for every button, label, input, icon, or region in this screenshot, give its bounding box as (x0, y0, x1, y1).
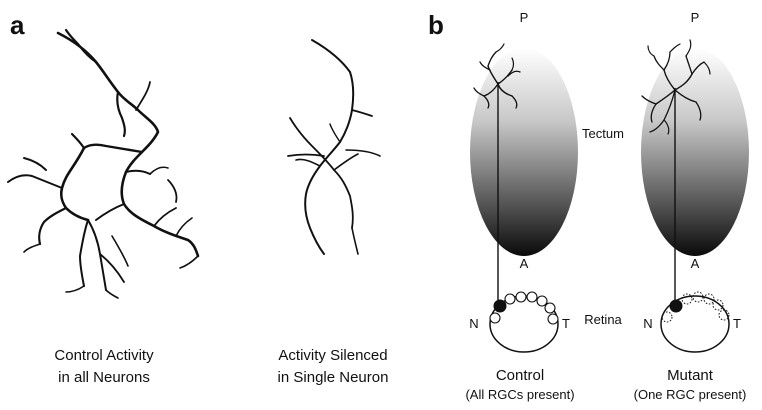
mutant-rgc-absent (712, 299, 724, 311)
mutant-nasal-label: N (643, 316, 652, 331)
control-diagram: P A (465, 10, 578, 402)
panel-a: a (7, 10, 389, 386)
mutant-rgc-absent (661, 311, 673, 323)
left-caption-line1: Control Activity (54, 347, 154, 364)
mutant-tectum (641, 48, 749, 256)
left-caption-line2: in all Neurons (58, 369, 150, 386)
control-title: Control (496, 367, 544, 384)
mutant-temporal-label: T (733, 316, 741, 331)
control-temporal-label: T (562, 316, 570, 331)
mutant-posterior-label: P (691, 10, 700, 25)
panel-b: b P A (428, 10, 749, 402)
mutant-rgc-absent (692, 291, 704, 303)
right-caption-line2: in Single Neuron (278, 369, 389, 386)
control-nasal-label: N (469, 316, 478, 331)
panel-a-letter: a (10, 10, 25, 40)
tectum-label: Tectum (582, 126, 624, 141)
control-rgc (536, 295, 548, 307)
mutant-rgc-absent (681, 293, 693, 305)
control-tectum (470, 48, 578, 256)
control-rgc (515, 291, 527, 303)
panel-b-letter: b (428, 10, 444, 40)
mutant-subtitle: (One RGC present) (634, 387, 747, 402)
control-anterior-label: A (520, 256, 529, 271)
control-rgc (489, 312, 501, 324)
mutant-rgc-absent (703, 293, 715, 305)
control-rgc-row (489, 291, 559, 325)
mutant-terminal-arbor (641, 39, 711, 135)
silenced-arbor (287, 39, 381, 255)
control-arbor (7, 28, 200, 299)
mutant-rgc-row (661, 291, 730, 323)
mutant-title: Mutant (667, 367, 714, 384)
control-rgc (544, 302, 556, 314)
mutant-diagram: P A (634, 10, 749, 402)
mutant-rgc-labeled (669, 299, 683, 313)
control-rgc (547, 313, 559, 325)
control-rgc (504, 293, 516, 305)
control-posterior-label: P (520, 10, 529, 25)
control-rgc-labeled (493, 299, 507, 313)
mutant-rgc-absent (718, 309, 730, 321)
control-rgc (526, 291, 538, 303)
control-terminal-arbor (473, 43, 521, 109)
right-caption-line1: Activity Silenced (278, 347, 387, 364)
mutant-anterior-label: A (691, 256, 700, 271)
retina-label: Retina (584, 312, 622, 327)
control-subtitle: (All RGCs present) (465, 387, 574, 402)
